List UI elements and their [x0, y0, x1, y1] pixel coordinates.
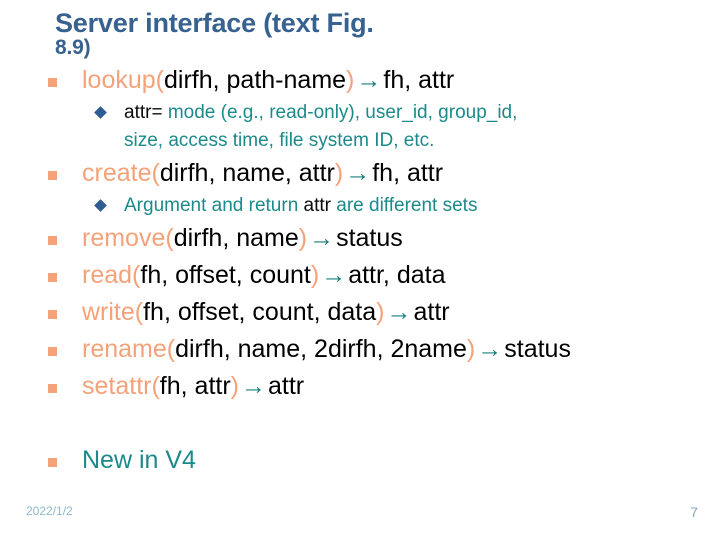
arrow-icon: →: [309, 224, 335, 252]
paren-close-lookup: ): [346, 66, 355, 94]
paren-close-rename: ): [466, 335, 476, 363]
square-bullet-icon: [48, 458, 57, 467]
paren-close-create: ): [334, 159, 344, 187]
function-args-rename: dirfh, name, 2dirfh, 2name: [175, 335, 467, 363]
square-bullet-icon: [48, 273, 57, 282]
list-item-new-in-v4: New in V4: [44, 442, 714, 479]
function-args-read: fh, offset, count: [140, 261, 311, 289]
sub-list-item-attr: attr= mode (e.g., read-only), user_id, g…: [44, 99, 714, 127]
function-args-lookup: dirfh, path-name: [164, 66, 347, 94]
function-args-remove: dirfh, name: [173, 224, 299, 252]
function-return-setattr: attr: [268, 372, 305, 400]
arrow-icon: →: [477, 335, 503, 363]
function-return-create: fh, attr: [372, 159, 444, 187]
paren-close-write: ): [376, 298, 385, 326]
diamond-bullet-icon: [94, 199, 107, 212]
square-bullet-icon: [48, 384, 57, 393]
diamond-bullet-icon: [94, 106, 107, 119]
new-in-v4-label: New in V4: [82, 446, 196, 474]
square-bullet-icon: [48, 347, 57, 356]
function-return-remove: status: [336, 224, 403, 252]
square-bullet-icon: [48, 171, 57, 180]
function-name-lookup: lookup(: [82, 66, 164, 94]
paren-close-setattr: ): [230, 372, 239, 400]
function-name-remove: remove(: [82, 224, 174, 252]
slide-body: lookup(dirfh, path-name)→fh, attr attr= …: [44, 62, 714, 479]
title-main-line: Server interface (text Fig.: [55, 8, 374, 38]
footer-date: 2022/1/2: [26, 504, 73, 518]
list-item-read: read(fh, offset, count)→attr, data: [44, 257, 714, 294]
arrow-icon: →: [386, 298, 412, 326]
function-return-write: attr: [413, 298, 450, 326]
function-return-read: attr, data: [348, 261, 446, 289]
function-name-create: create(: [82, 159, 160, 187]
arrow-icon: →: [345, 159, 371, 187]
list-item-write: write(fh, offset, count, data)→attr: [44, 294, 714, 331]
list-item-lookup: lookup(dirfh, path-name)→fh, attr: [44, 62, 714, 99]
sub-list-item-argument: Argument and return attr are different s…: [44, 192, 714, 220]
sub-text-argument-pre: Argument and return: [124, 195, 304, 216]
list-item-remove: remove(dirfh, name)→status: [44, 220, 714, 257]
list-item-setattr: setattr(fh, attr)→attr: [44, 368, 714, 405]
sub-text-attr: mode (e.g., read-only), user_id, group_i…: [167, 102, 518, 123]
sub-text-argument-emph: attr: [303, 195, 331, 216]
arrow-icon: →: [241, 372, 266, 400]
square-bullet-icon: [48, 310, 57, 319]
function-return-rename: status: [504, 335, 571, 363]
sub-text-argument-post: are different sets: [331, 195, 478, 216]
arrow-icon: →: [321, 261, 347, 289]
square-bullet-icon: [48, 78, 57, 87]
function-args-setattr: fh, attr: [159, 372, 231, 400]
paren-close-read: ): [310, 261, 320, 289]
paren-close-remove: ): [298, 224, 308, 252]
function-args-write: fh, offset, count, data: [143, 298, 377, 326]
sub-list-item-attr-continued: size, access time, file system ID, etc.: [124, 130, 435, 151]
title-second-line: 8.9): [55, 36, 91, 59]
function-return-lookup: fh, attr: [383, 66, 455, 94]
function-name-write: write(: [82, 298, 144, 326]
function-name-rename: rename(: [82, 335, 176, 363]
function-name-setattr: setattr(: [82, 372, 160, 400]
arrow-icon: →: [356, 66, 382, 94]
footer-page-number: 7: [690, 504, 698, 520]
function-args-create: dirfh, name, attr: [159, 159, 335, 187]
blank-line-spacer: [44, 405, 714, 442]
list-item-create: create(dirfh, name, attr)→fh, attr: [44, 155, 714, 192]
list-item-rename: rename(dirfh, name, 2dirfh, 2name)→statu…: [44, 331, 714, 368]
square-bullet-icon: [48, 236, 57, 245]
function-name-read: read(: [82, 261, 141, 289]
page-title: Server interface (text Fig. 8.9): [55, 8, 695, 59]
sub-label-attr: attr=: [124, 102, 168, 123]
